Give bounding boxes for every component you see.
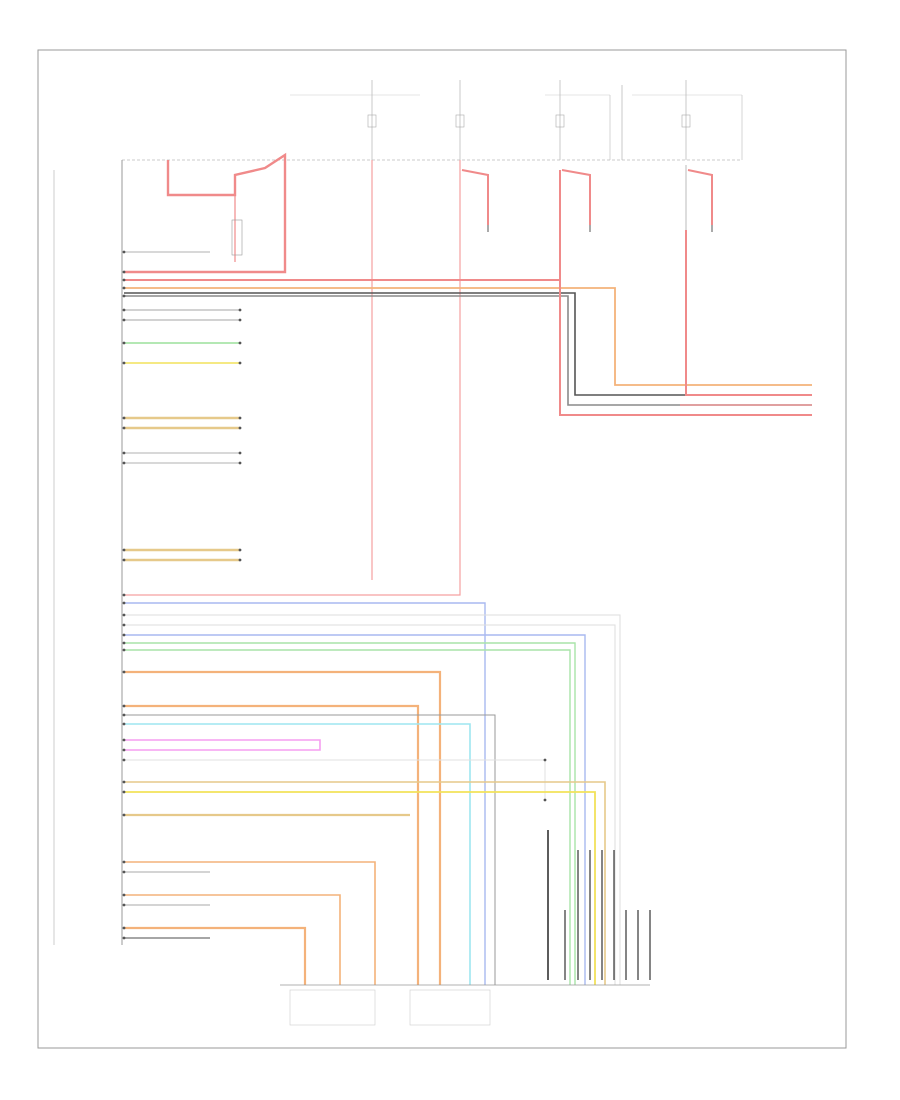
wire-orange-pair-3 [124, 926, 307, 985]
ground-icon [487, 225, 713, 232]
wire-red-fuse2-branch [461, 169, 489, 225]
wire-red-feed-1 [124, 152, 287, 274]
connector-bottom-left [289, 989, 376, 1026]
wire-orange-2 [124, 704, 420, 985]
wire-gray-harness [124, 295, 812, 406]
wire-yellow-1 [124, 791, 596, 985]
component-resistor [231, 219, 243, 256]
wire-magenta-1 [124, 739, 321, 751]
stub-wires-upper [124, 251, 240, 562]
connector-bottom-mid [409, 989, 491, 1026]
wire-red-harness [124, 170, 561, 281]
wire-red-fuse4-branch [687, 169, 713, 225]
wire-orange-1 [124, 670, 442, 985]
wire-cyan-1 [124, 723, 471, 985]
wire-red-harness-3 [685, 230, 812, 396]
wire-orange-harness [124, 287, 812, 386]
connector-pin-icon [122, 250, 126, 940]
diagram-border [37, 49, 847, 1049]
wire-gray-2 [124, 714, 496, 985]
wire-blue-2 [124, 634, 586, 985]
wire-green-2 [124, 649, 571, 985]
connector-stack-bottom-right [547, 830, 651, 980]
wire-pink-fuse2 [124, 160, 461, 596]
wire-orange-pair-1 [124, 861, 376, 985]
wire-light-1 [124, 759, 546, 800]
splice-icon [238, 308, 547, 802]
wire-red-fuse3-branch [561, 169, 591, 225]
wire-green-1 [124, 642, 576, 985]
fuse-block-1 [290, 80, 420, 160]
wire-dark-harness [124, 292, 812, 396]
wire-gray-light-1 [124, 614, 621, 985]
fuse-block-4 [621, 80, 743, 160]
fuse-block-3 [545, 80, 611, 160]
fuse-block-2 [455, 80, 465, 160]
wire-gray-light-2 [124, 624, 616, 985]
wire-red-harness-2 [559, 280, 812, 416]
wire-orange-pair-2 [124, 894, 341, 985]
wire-tan-1 [124, 781, 606, 985]
wire-blue-1 [124, 602, 486, 985]
